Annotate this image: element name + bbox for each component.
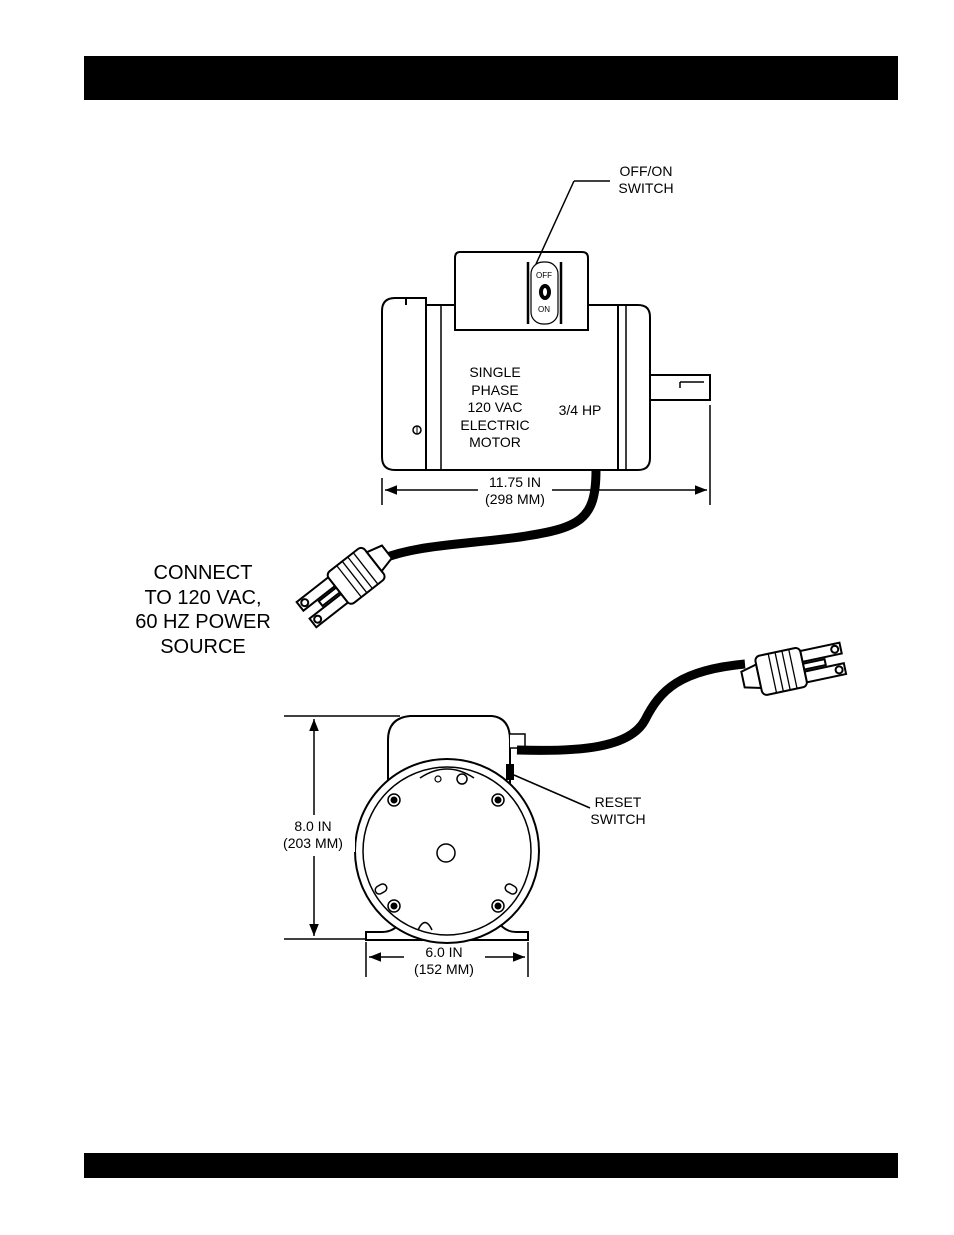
label-line: ELECTRIC [450,417,540,435]
switch-on-text: ON [529,305,559,314]
motor-end-bell-left [382,298,426,470]
label-line: PHASE [450,382,540,400]
off-on-switch-label: OFF/ON SWITCH [604,163,688,197]
label-line: CONNECT [118,561,288,586]
motor-shaft [648,375,710,400]
length-label: 11.75 IN (298 MM) [474,474,556,508]
label-line: SOURCE [118,635,288,660]
label-line: (203 MM) [271,835,355,852]
label-line: (152 MM) [404,961,484,978]
label-line: 120 VAC [450,399,540,417]
motor-end-bell-right [618,305,650,470]
label-line: 6.0 IN [404,944,484,961]
power-cord-end-view [517,664,745,750]
power-plug-icon [739,639,847,699]
switch-off-text: OFF [529,271,559,280]
reset-switch-label: RESET SWITCH [580,794,656,828]
label-line: (298 MM) [474,491,556,508]
label-line: SWITCH [604,180,688,197]
motor-end-view [355,716,539,943]
motor-description: SINGLE PHASE 120 VAC ELECTRIC MOTOR [450,364,540,452]
power-plug-icon [294,536,399,630]
end-shaft [437,844,455,862]
label-line: 8.0 IN [271,818,355,835]
height-label: 8.0 IN (203 MM) [271,818,355,852]
label-line: RESET [580,794,656,811]
reset-switch [507,765,513,779]
connect-note: CONNECT TO 120 VAC, 60 HZ POWER SOURCE [118,561,288,659]
width-label: 6.0 IN (152 MM) [404,944,484,978]
label-line: TO 120 VAC, [118,586,288,611]
switch-box [455,252,588,330]
label-line: MOTOR [450,434,540,452]
label-line: 11.75 IN [474,474,556,491]
label-line: SWITCH [580,811,656,828]
label-line: 60 HZ POWER [118,610,288,635]
label-line: SINGLE [450,364,540,382]
motor-side-view [382,252,710,470]
horsepower-label: 3/4 HP [548,402,612,419]
label-line: OFF/ON [604,163,688,180]
